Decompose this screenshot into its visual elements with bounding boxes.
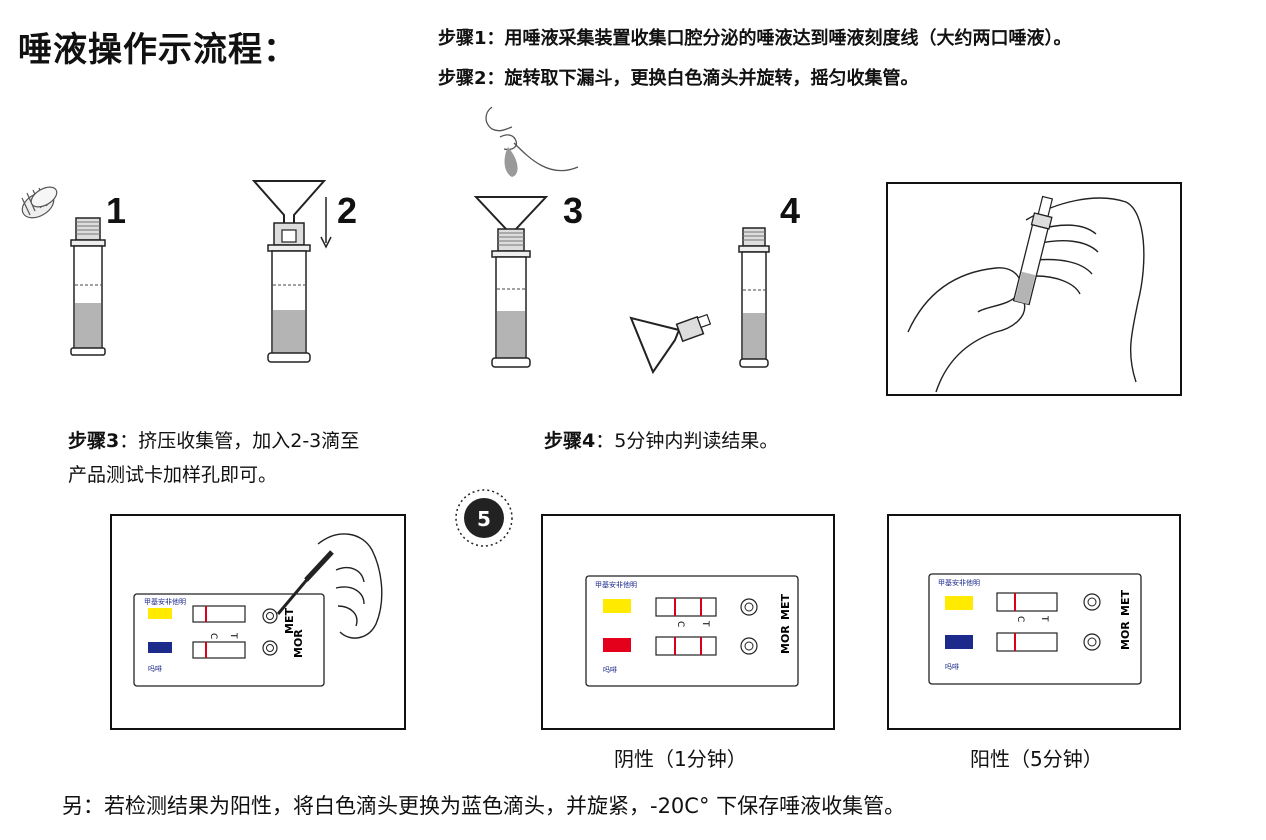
card-header-label: 甲基安非他明	[144, 597, 186, 606]
result-window-top	[192, 605, 246, 623]
result-window-top	[655, 597, 717, 617]
step1-text: 用唾液采集装置收集口腔分泌的唾液达到唾液刻度线（大约两口唾液）。	[504, 28, 1072, 49]
positive-result-panel: 甲基安非他明 吗啡 C T MET MOR	[887, 514, 1181, 730]
met-label: MET	[779, 594, 792, 620]
label-t: T	[700, 620, 710, 627]
red-swatch	[603, 638, 631, 652]
mor-label: MOR	[1119, 621, 1132, 650]
shake-tube-panel	[886, 182, 1182, 396]
collection-tube-icon	[267, 222, 311, 363]
mor-label: MOR	[779, 625, 792, 654]
collection-tube-icon	[738, 227, 770, 368]
yellow-swatch	[945, 596, 973, 610]
sample-well-top	[1083, 593, 1101, 611]
step2-text: 旋转取下漏斗，更换白色滴头并旋转，摇匀收集管。	[504, 68, 919, 89]
step4-label: 步骤4	[544, 430, 596, 452]
sample-well-bottom	[262, 640, 278, 656]
result-window-bottom	[192, 641, 246, 659]
met-label: MET	[1119, 590, 1132, 616]
figure-number-2: 2	[337, 190, 358, 231]
collection-tube-icon	[70, 217, 106, 356]
card-mor-name: 吗啡	[148, 664, 162, 673]
test-card: 甲基安非他明 吗啡 C T MET MOR	[928, 573, 1142, 685]
yellow-swatch	[148, 608, 172, 619]
step2-instruction: 步骤2：旋转取下漏斗，更换白色滴头并旋转，摇匀收集管。	[438, 64, 919, 90]
card-header-label: 甲基安非他明	[595, 580, 637, 589]
figure-number-3: 3	[563, 190, 584, 231]
timer-number: 5	[477, 507, 491, 531]
label-c: C	[675, 621, 685, 627]
label-c: C	[1015, 616, 1025, 622]
mor-label: MOR	[292, 629, 305, 658]
timer-icon: 5	[455, 489, 513, 547]
figure-3-spit-into-funnel	[473, 106, 579, 368]
yellow-swatch	[603, 599, 631, 613]
label-c: C	[208, 633, 218, 639]
step1-instruction: 步骤1：用唾液采集装置收集口腔分泌的唾液达到唾液刻度线（大约两口唾液）。	[438, 24, 1072, 50]
step3-line2: 产品测试卡加样孔即可。	[68, 464, 278, 486]
collection-tube-icon	[491, 228, 531, 368]
step3-instruction: 步骤3：挤压收集管，加入2-3滴至 产品测试卡加样孔即可。	[68, 424, 359, 492]
result-window-bottom	[996, 632, 1058, 652]
figure-number-4: 4	[780, 190, 801, 231]
figure-2-funnel-insert	[251, 180, 327, 363]
down-arrow-icon	[320, 197, 332, 249]
blue-swatch	[945, 635, 973, 649]
card-mor-name: 吗啡	[603, 665, 617, 674]
sample-well-top	[740, 598, 758, 616]
result-window-top	[996, 592, 1058, 612]
collection-tube-icon	[1012, 195, 1054, 306]
step4-instruction: 步骤4：5分钟内判读结果。	[544, 424, 778, 458]
funnel-icon	[251, 180, 327, 228]
label-t: T	[1039, 615, 1049, 622]
step2-label: 步骤2：	[438, 68, 505, 89]
blue-swatch	[148, 642, 172, 653]
figure-number-1: 1	[106, 190, 127, 231]
dropper-hand-icon	[276, 533, 383, 639]
card-mor-name: 吗啡	[945, 662, 959, 671]
saliva-drop-icon	[504, 147, 518, 177]
figure-1-tube-with-cap	[21, 186, 106, 356]
step1-label: 步骤1：	[438, 28, 505, 49]
step3-line1: ：挤压收集管，加入2-3滴至	[119, 430, 360, 452]
sample-well-bottom	[1083, 633, 1101, 651]
bottom-note: 另：若检测结果为阳性，将白色滴头更换为蓝色滴头，并旋紧，-20C° 下保存唾液收…	[62, 794, 906, 818]
met-label: MET	[283, 608, 296, 634]
negative-result-panel: 甲基安非他明 吗啡 C T MET MOR	[541, 514, 835, 730]
sample-well-bottom	[740, 637, 758, 655]
card-header-label: 甲基安非他明	[938, 578, 980, 587]
positive-caption: 阳性（5分钟）	[970, 747, 1103, 771]
figure-4-capped-tube	[738, 227, 770, 368]
sample-well-top	[262, 608, 278, 624]
face-icon	[485, 106, 579, 172]
negative-caption: 阴性（1分钟）	[614, 747, 747, 771]
cap-icon	[21, 186, 58, 219]
step4-text: ：5分钟内判读结果。	[595, 430, 779, 452]
test-card: 甲基安非他明 吗啡 C T MET MOR	[585, 575, 799, 687]
add-sample-panel: 甲基安非他明 吗啡 C T MET MOR	[110, 514, 406, 730]
page-title: 唾液操作示流程：	[18, 30, 298, 70]
result-window-bottom	[655, 636, 717, 656]
test-card: 甲基安非他明 吗啡 C T MET MOR	[133, 593, 325, 687]
step3-label: 步骤3	[68, 430, 120, 452]
label-t: T	[228, 632, 238, 639]
removed-funnel-icon	[629, 313, 712, 375]
